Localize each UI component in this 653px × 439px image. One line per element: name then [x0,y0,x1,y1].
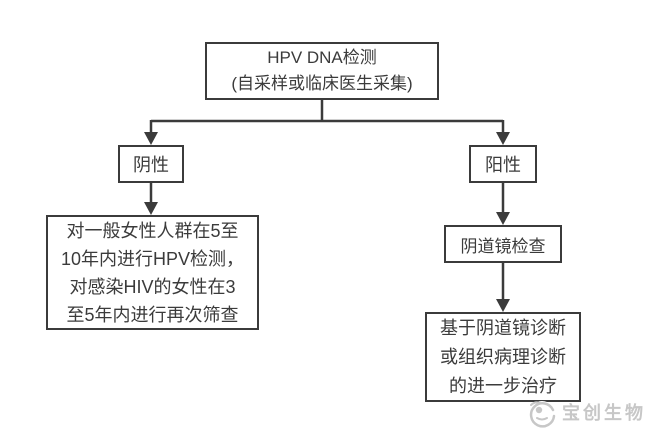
brand-watermark: 宝创生物 [526,397,646,429]
node-colposcopy-exam: 阴道镜检查 [444,225,562,263]
node-negative: 阴性 [118,145,184,183]
node-negative-followup: 对一般女性人群在5至 10年内进行HPV检测， 对感染HIV的女性在3 至5年内… [46,215,259,330]
arrowhead-negative [144,132,158,145]
node-positive: 阳性 [469,145,537,183]
arrowhead-negative-action [144,202,158,215]
arrowhead-positive [496,132,510,145]
brand-name: 宝创生物 [562,403,646,423]
arrowhead-colposcopy [496,212,510,225]
arrowhead-positive-action [496,299,510,312]
node-hpv-dna-test: HPV DNA检测 (自采样或临床医生采集) [205,42,439,100]
swirl-logo-icon [529,401,556,428]
node-positive-treatment: 基于阴道镜诊断 或组织病理诊断 的进一步治疗 [425,312,581,402]
